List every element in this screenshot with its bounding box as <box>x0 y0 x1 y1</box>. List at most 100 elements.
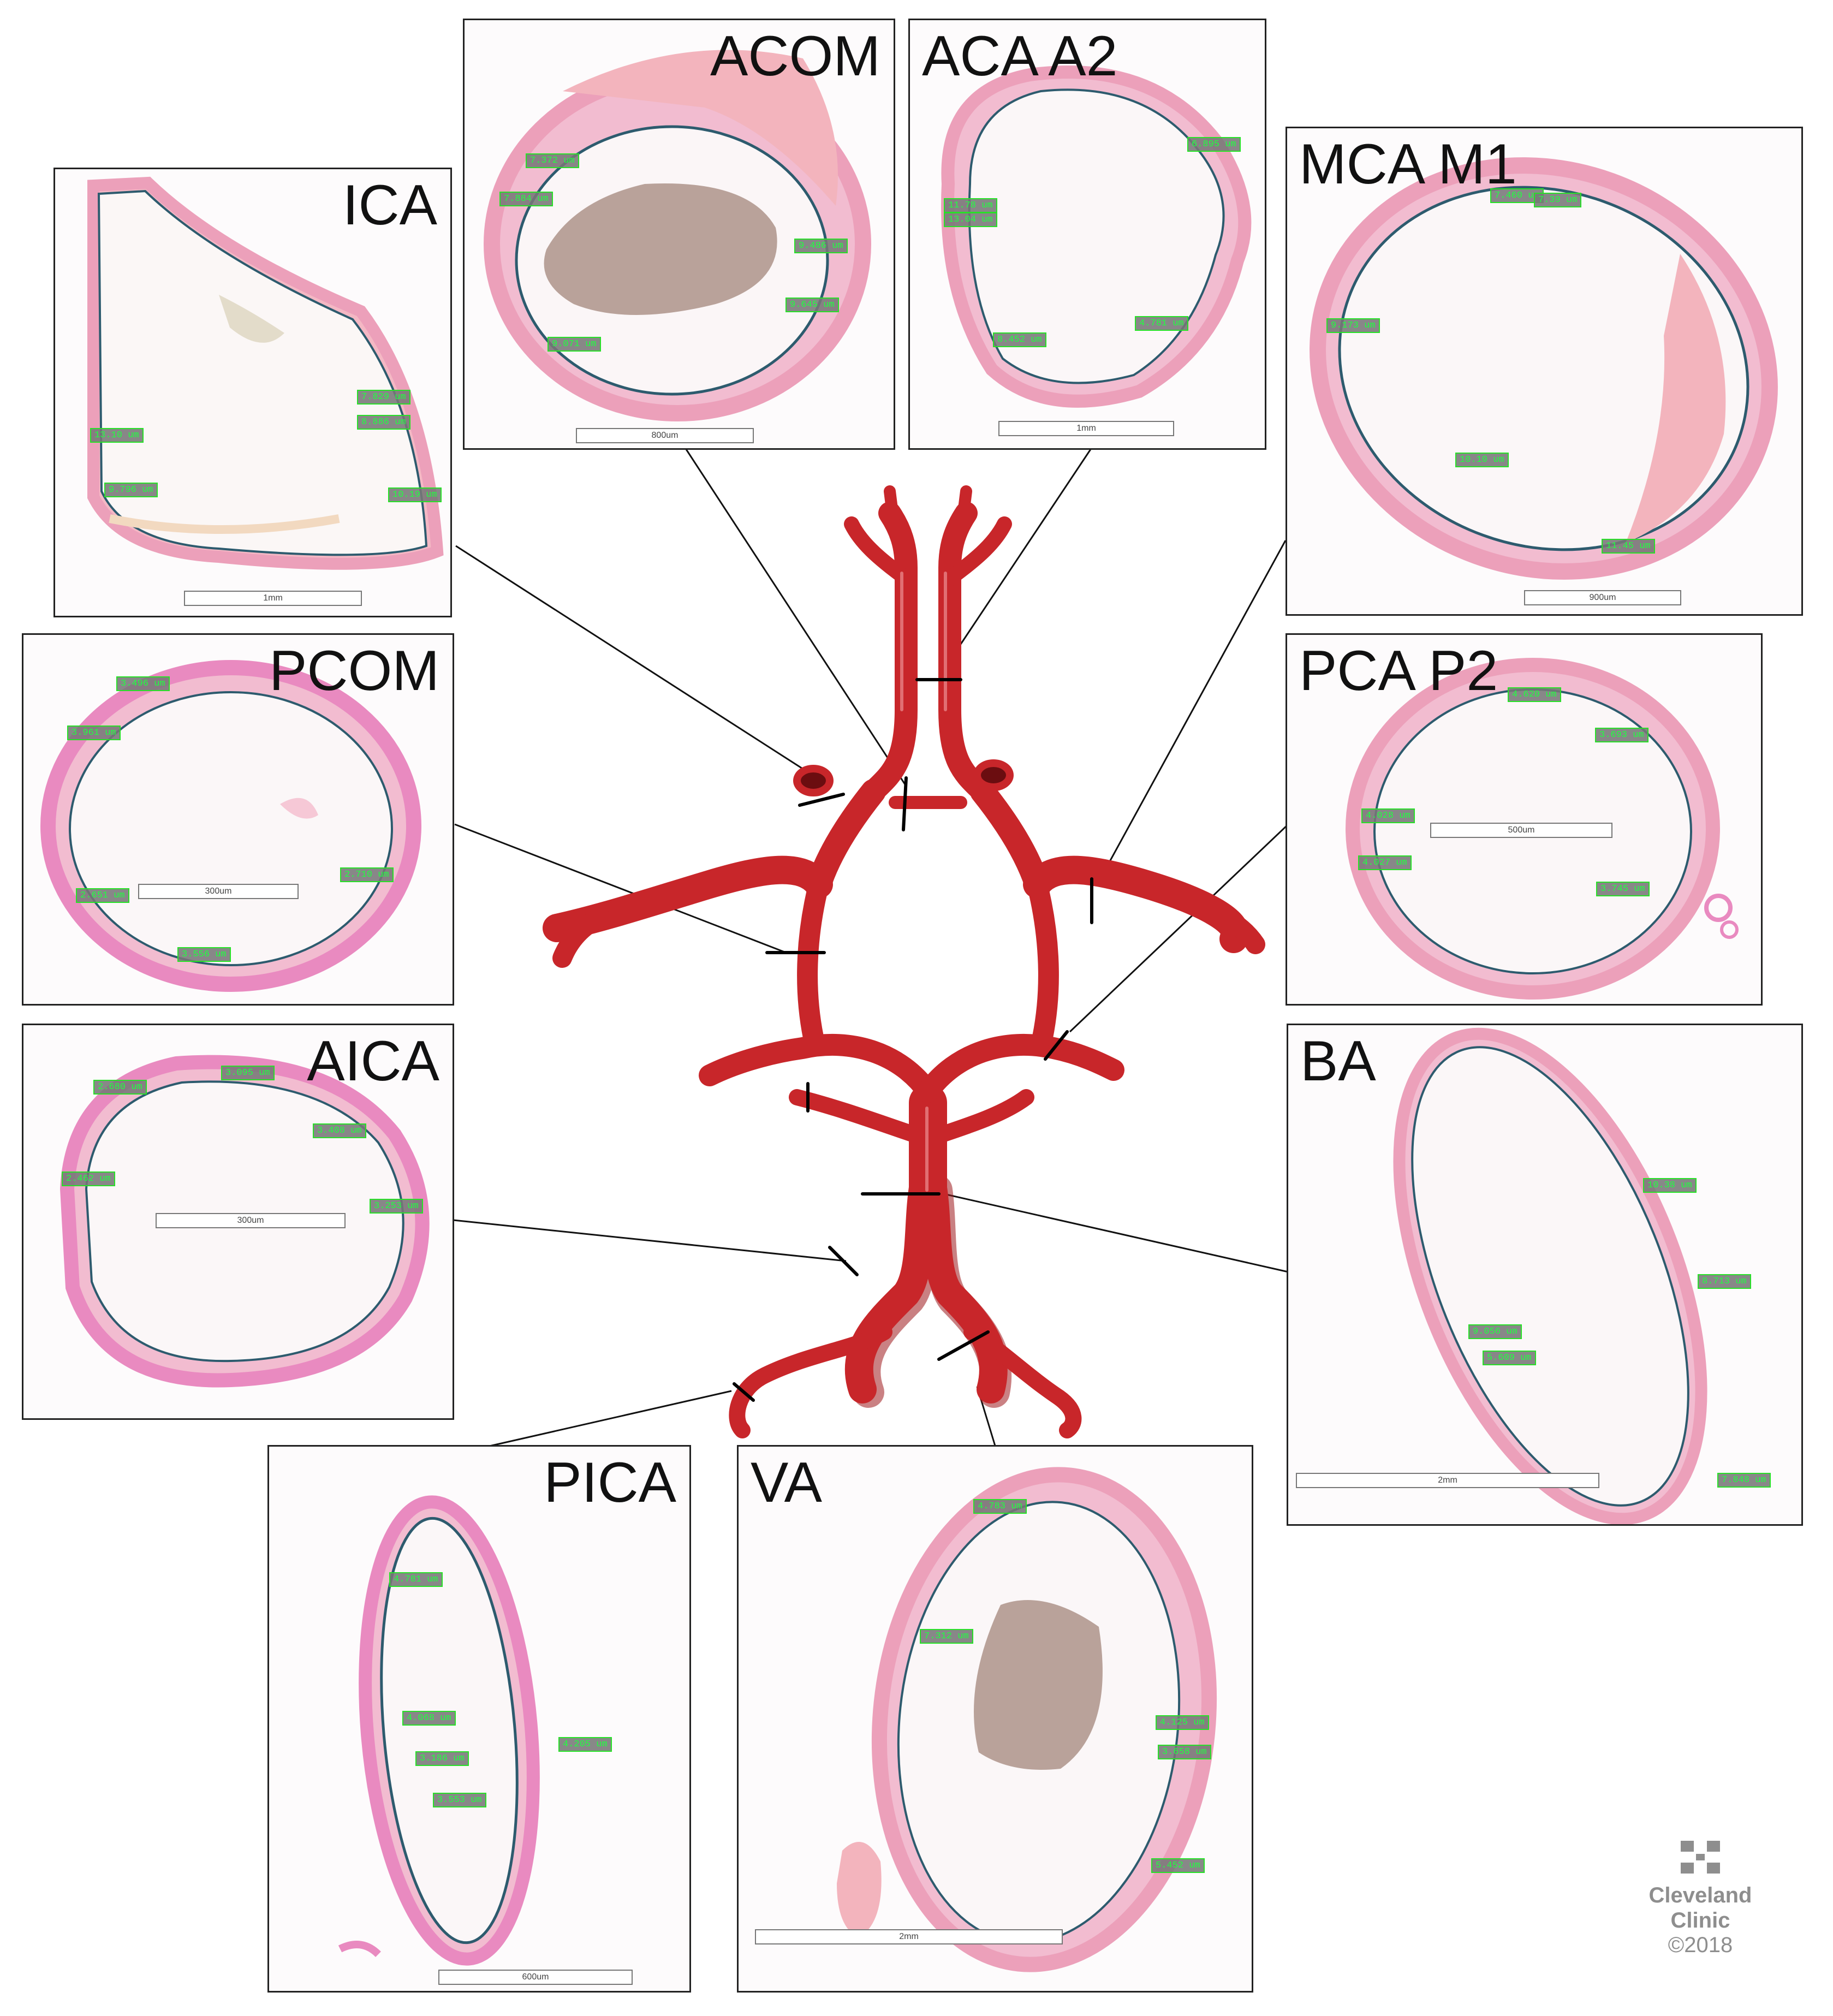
measurement-label: 4.027 um <box>1358 855 1412 870</box>
scale-bar: 1mm <box>998 421 1174 436</box>
measurement-label: 7.372 um <box>526 153 579 168</box>
panel-title: BA <box>1300 1030 1376 1093</box>
tick-va <box>937 1330 990 1361</box>
panel-aica: AICA 2.680 um 3.095 um 3.408 um 2.462 um… <box>22 1024 454 1420</box>
panel-title: MCA M1 <box>1299 133 1517 196</box>
measurement-label: 2.710 um <box>340 867 394 882</box>
acom-tissue-section <box>484 50 871 421</box>
connector-pica <box>474 1390 732 1450</box>
measurement-label: 3.253 um <box>370 1199 423 1214</box>
connector-acom <box>684 447 907 787</box>
measurement-label: 8.452 um <box>993 332 1046 347</box>
measurement-label: 4.028 um <box>1361 808 1415 823</box>
measurement-label: 6.895 um <box>1187 137 1241 152</box>
measurement-label: 3.693 um <box>1595 728 1648 742</box>
measurement-label: 9.645 um <box>785 298 839 312</box>
measurement-label: 10.38 um <box>1643 1178 1697 1193</box>
panel-va: VA 4.783 um 7.312 um 4.125 um 3.658 um 5… <box>737 1445 1253 1993</box>
measurement-label: 5.609 um <box>1483 1351 1536 1365</box>
connector-pca-p2 <box>1069 823 1289 1033</box>
measurement-label: 4.783 um <box>973 1499 1027 1514</box>
measurement-label: 3.745 um <box>1596 882 1650 896</box>
panel-title: ACA A2 <box>922 25 1118 88</box>
tick-pica <box>733 1382 755 1402</box>
measurement-label: 2.462 um <box>62 1171 115 1186</box>
measurement-label: 7.884 um <box>499 192 553 206</box>
scale-bar: 500um <box>1430 823 1612 838</box>
measurement-label: 3.556 um <box>177 947 231 962</box>
measurement-label: 3.961 um <box>67 725 121 740</box>
measurement-label: 8.713 um <box>1698 1274 1751 1289</box>
panel-title: ACOM <box>710 25 880 88</box>
measurement-label: 10.10 um <box>1455 453 1509 467</box>
scale-bar: 2mm <box>1296 1473 1599 1488</box>
measurement-label: 3.658 um <box>1158 1745 1211 1759</box>
panel-title: VA <box>751 1451 823 1514</box>
measurement-label: 3.553 um <box>433 1793 486 1807</box>
panel-title: PCOM <box>269 639 439 703</box>
panel-title: PICA <box>544 1451 676 1514</box>
measurement-label: 13.10 um <box>90 428 144 443</box>
panel-title: AICA <box>307 1030 439 1093</box>
tick-acom <box>902 776 908 831</box>
measurement-label: 8.886 um <box>357 415 410 430</box>
measurement-label: 7.848 um <box>1717 1473 1771 1488</box>
va-tissue-section <box>837 1467 1217 1972</box>
measurement-label: 9.071 um <box>547 337 601 352</box>
measurement-label: 5.452 um <box>1151 1858 1205 1873</box>
logo-line-2: Clinic <box>1670 1908 1730 1932</box>
measurement-label: 4.620 um <box>1508 687 1561 702</box>
scale-bar: 300um <box>156 1213 346 1228</box>
panel-mca-m1: MCA M1 7.460 um 7.39 um 9.173 um 10.10 u… <box>1286 127 1803 616</box>
logo-copyright: ©2018 <box>1668 1933 1733 1957</box>
panel-pcom: PCOM 3.496 um 3.961 um 2.651 um 2.710 um… <box>22 633 454 1006</box>
measurement-label: 2.680 um <box>93 1080 147 1095</box>
panel-acom: ACOM 7.372 um 7.884 um 9.486 um 9.645 um… <box>463 19 895 450</box>
measurement-label: 9.173 um <box>1326 318 1380 333</box>
measurement-label: 3.186 um <box>415 1751 469 1766</box>
measurement-label: 9.056 um <box>1468 1324 1522 1339</box>
cleveland-clinic-logo: Cleveland Clinic ©2018 <box>1638 1840 1763 1957</box>
measurement-label: 10.19 um <box>388 487 442 502</box>
tick-ica <box>798 793 845 807</box>
panel-title: ICA <box>342 174 437 237</box>
panel-pica: PICA 4.781 um 4.068 um 3.186 um 3.553 um… <box>267 1445 691 1993</box>
measurement-label: 3.095 um <box>221 1066 275 1080</box>
measurement-label: 11.45 um <box>1602 539 1655 554</box>
measurement-label: 13.04 um <box>944 212 997 227</box>
cleveland-clinic-mark-icon <box>1681 1841 1720 1874</box>
measurement-label: 4.068 um <box>402 1711 456 1726</box>
connector-aica <box>453 1219 847 1262</box>
panel-title: PCA P2 <box>1299 639 1498 703</box>
ica-tissue-section <box>87 176 444 570</box>
logo-line-1: Cleveland <box>1648 1883 1752 1907</box>
pcom-tissue-section <box>40 660 421 992</box>
panel-pca-p2: PCA P2 4.620 um 3.693 um 4.028 um 4.027 … <box>1286 633 1763 1006</box>
scale-bar: 2mm <box>755 1929 1063 1944</box>
measurement-label: 7.829 um <box>357 390 410 405</box>
tick-pca-p2 <box>1044 1030 1069 1061</box>
scale-bar: 300um <box>138 884 299 899</box>
measurement-label: 7.312 um <box>920 1629 973 1644</box>
scale-bar: 800um <box>576 428 754 443</box>
measurement-label: 4.205 um <box>558 1737 612 1752</box>
scale-bar: 1mm <box>184 591 362 606</box>
measurement-label: 9.486 um <box>794 239 848 253</box>
panel-ba: BA 10.38 um 8.713 um 9.056 um 5.609 um 7… <box>1287 1024 1803 1526</box>
pica-tissue-section <box>338 1495 540 1966</box>
measurement-label: 9.796 um <box>104 483 158 497</box>
measurement-label: 2.651 um <box>76 888 129 903</box>
tick-aica <box>828 1246 859 1276</box>
connector-mca-m1 <box>1096 540 1287 885</box>
measurement-label: 4.781 um <box>389 1572 443 1587</box>
panel-ica: ICA 7.829 um 8.886 um 13.10 um 9.796 um … <box>53 168 452 617</box>
measurement-label: 7.39 um <box>1534 193 1582 207</box>
connector-ba <box>938 1192 1289 1273</box>
measurement-label: 3.408 um <box>313 1123 366 1138</box>
measurement-label: 4.781 um <box>1135 316 1188 331</box>
scale-bar: 600um <box>438 1970 633 1985</box>
ba-tissue-section <box>1393 1027 1707 1524</box>
scale-bar: 900um <box>1524 590 1681 605</box>
